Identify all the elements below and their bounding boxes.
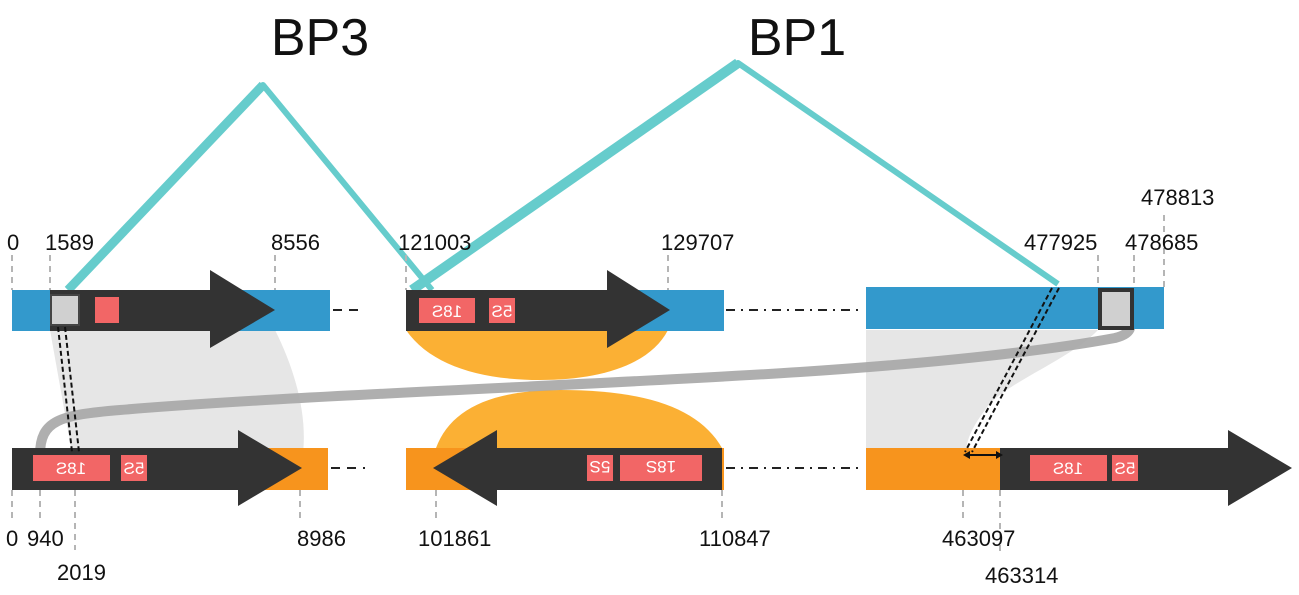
bottom-pos-0: 0 — [6, 526, 18, 551]
bottom-pos-463097: 463097 — [942, 526, 1015, 551]
top-pos-121003: 121003 — [398, 230, 471, 255]
bottom-pos-940: 940 — [27, 526, 64, 551]
top-arrow-1 — [50, 270, 275, 348]
top-ticks — [11, 215, 1165, 290]
bp1-breakpoint-lines — [410, 60, 1060, 293]
bp3-breakpoint-lines — [65, 82, 435, 293]
top2-18s-label: 18S — [432, 302, 462, 321]
top2-5s-box — [489, 298, 515, 323]
bottom3-18s-label: 18S — [1053, 459, 1083, 478]
top2-5s-label: 5S — [492, 302, 513, 321]
bottom-pos-2019: 2019 — [57, 560, 106, 585]
top-pos-478685: 478685 — [1125, 230, 1198, 255]
bottom-pos-8986: 8986 — [297, 526, 346, 551]
bottom2-18s-label: 18S — [646, 457, 676, 476]
inversion-lobe-bottom — [436, 390, 722, 448]
bottom-arrow-3 — [1000, 430, 1292, 506]
top-pos-478813: 478813 — [1141, 185, 1214, 210]
top-gray-box-3 — [1098, 288, 1134, 330]
inversion-lobe-top — [406, 330, 668, 380]
bottom-pos-463314: 463314 — [985, 563, 1058, 588]
left-dashed-connector — [57, 326, 80, 453]
bp1-label: BP1 — [748, 9, 846, 67]
top-pos-1589: 1589 — [45, 230, 94, 255]
bottom2-18s-box — [620, 455, 702, 481]
top-red-box-1 — [95, 297, 119, 323]
double-headed-arrow — [963, 451, 1003, 459]
top-pos-0: 0 — [7, 230, 19, 255]
top2-18s-box — [419, 298, 475, 323]
bp3-thick-segment — [64, 81, 267, 294]
top-pos-477925: 477925 — [1024, 230, 1097, 255]
bottom3-5s-box — [1112, 455, 1138, 481]
bottom3-5s-label: 5S — [1115, 459, 1136, 478]
bottom2-5s-box — [587, 455, 613, 481]
bp3-label: BP3 — [271, 9, 369, 67]
bottom1-18s-box — [33, 455, 110, 481]
top-pos-8556: 8556 — [271, 230, 320, 255]
long-range-link — [35, 315, 1136, 460]
bottom-arrow-1 — [12, 430, 302, 506]
bottom1-18s-label: 18S — [56, 459, 86, 478]
bottom1-5s-label: 5S — [124, 459, 145, 478]
bottom3-18s-box — [1030, 455, 1107, 481]
bp1-thick-segment — [409, 58, 741, 295]
top-gray-box-1 — [50, 294, 80, 326]
bottom-ticks — [11, 490, 1001, 555]
bottom-pos-110847: 110847 — [699, 526, 771, 551]
bottom-pos-101861: 101861 — [418, 526, 491, 551]
bottom2-5s-label: 5S — [590, 457, 611, 476]
bottom1-5s-box — [121, 455, 147, 481]
top-arrow-2 — [406, 270, 670, 348]
right-dashed-connector — [964, 287, 1060, 453]
bottom-arrow-2 — [433, 430, 722, 506]
top-pos-129707: 129707 — [661, 230, 734, 255]
